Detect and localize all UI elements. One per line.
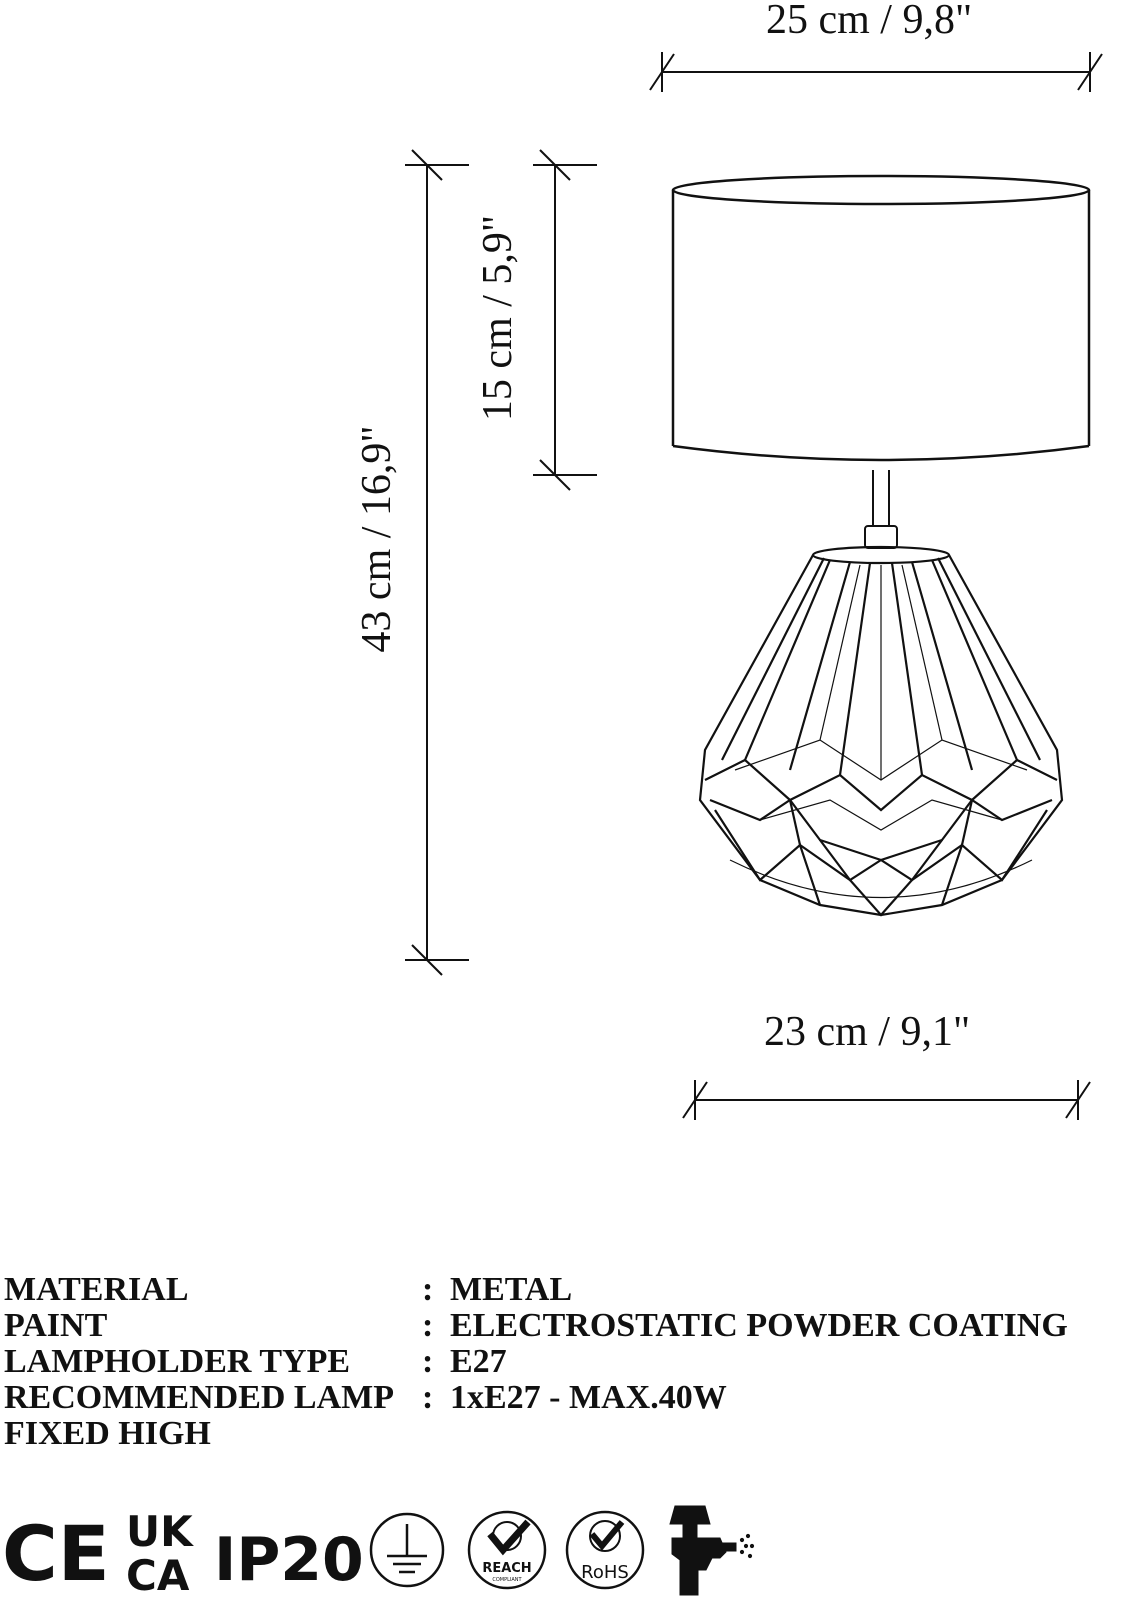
rohs-icon: RoHS	[565, 1510, 645, 1590]
total-height-dimension-line	[405, 149, 469, 976]
spec-value: METAL	[450, 1271, 573, 1308]
spec-label: LAMPHOLDER TYPE	[4, 1343, 351, 1380]
spec-label: PAINT	[4, 1307, 108, 1344]
spec-colon: :	[422, 1307, 434, 1344]
spec-value: 1xE27 - MAX.40W	[450, 1379, 727, 1416]
specifications-table: MATERIAL : METAL PAINT : ELECTROSTATIC P…	[4, 1272, 1068, 1452]
rohs-text: RoHS	[581, 1562, 629, 1583]
spray-gun-icon	[669, 1505, 755, 1596]
ce-text: CE	[2, 1509, 110, 1598]
ce-mark-icon: CE	[2, 1509, 110, 1598]
lamp-stem	[864, 470, 898, 549]
spec-label: FIXED HIGH	[4, 1415, 211, 1452]
spec-colon: :	[422, 1343, 434, 1380]
spec-label: RECOMMENDED LAMP	[4, 1379, 395, 1416]
shade-height-label: 15 cm / 5,9"	[475, 214, 521, 422]
ip20-text: IP20	[214, 1525, 364, 1595]
spec-label: MATERIAL	[4, 1271, 189, 1308]
spec-value: ELECTROSTATIC POWDER COATING	[450, 1307, 1068, 1344]
spec-row-material: MATERIAL : METAL	[4, 1272, 1068, 1308]
spec-value: E27	[450, 1343, 507, 1380]
base-width-label: 23 cm / 9,1"	[764, 1009, 971, 1055]
reach-sub-text: COMPLIANT	[492, 1577, 522, 1583]
spec-row-fixed-high: FIXED HIGH	[4, 1416, 1068, 1452]
ukca-bottom-text: CA	[126, 1551, 190, 1600]
certification-marks: CE UK CA IP20 REACH COMPLIANT RoHS	[2, 1505, 755, 1600]
spec-row-recommended-lamp: RECOMMENDED LAMP : 1xE27 - MAX.40W	[4, 1380, 1068, 1416]
top-width-dimension-line	[649, 52, 1103, 92]
base-width-dimension-line	[682, 1080, 1091, 1120]
spec-colon: :	[422, 1379, 434, 1416]
reach-text: REACH	[482, 1561, 531, 1576]
spec-row-paint: PAINT : ELECTROSTATIC POWDER COATING	[4, 1308, 1068, 1344]
ukca-top-text: UK	[126, 1507, 194, 1556]
lamp-technical-drawing	[405, 52, 1103, 1120]
spec-colon: :	[422, 1271, 434, 1308]
ukca-mark-icon: UK CA	[126, 1507, 194, 1600]
shade-height-dimension-line	[533, 149, 597, 491]
spec-row-lampholder: LAMPHOLDER TYPE : E27	[4, 1344, 1068, 1380]
reach-compliant-icon: REACH COMPLIANT	[467, 1510, 547, 1590]
lamp-shade	[671, 174, 1091, 462]
top-width-label: 25 cm / 9,8"	[766, 0, 973, 43]
total-height-label: 43 cm / 16,9"	[354, 425, 400, 653]
wire-cage-base	[698, 545, 1064, 917]
spec-colon	[422, 1416, 450, 1452]
ip20-mark-icon: IP20	[214, 1525, 364, 1595]
earth-ground-icon	[369, 1512, 445, 1588]
